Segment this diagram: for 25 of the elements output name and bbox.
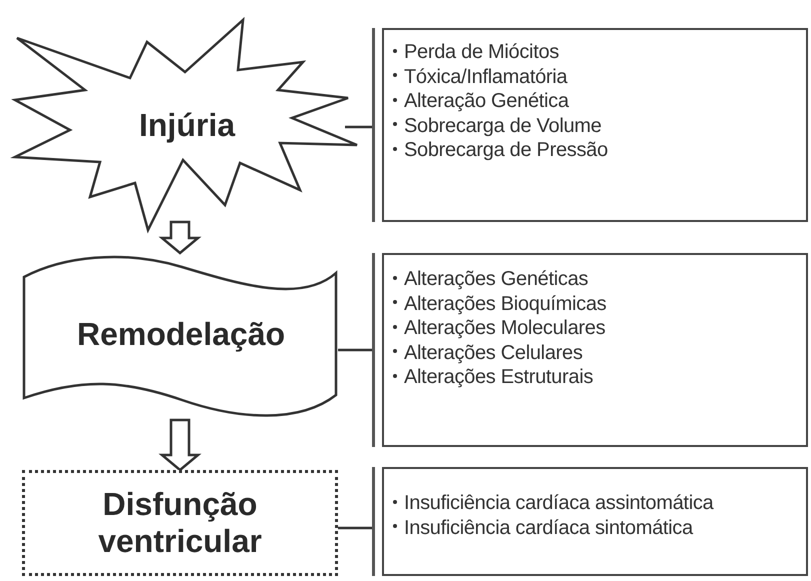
list-item: Alterações Genéticas: [404, 268, 588, 290]
list-item: Insuficiência cardíaca sintomática: [404, 516, 693, 538]
node-title: Remodelação: [76, 316, 286, 352]
list-item: Insuficiência cardíaca assintomática: [404, 492, 714, 514]
list-item: Tóxica/Inflamatória: [404, 66, 568, 88]
hollow-arrow: [158, 220, 202, 255]
connector-line: [338, 526, 372, 530]
wavy-document-shape: [22, 255, 340, 420]
hollow-arrow: [158, 418, 202, 472]
node-title: Disfunção ventricular: [97, 486, 263, 560]
list-item: Alterações Estruturais: [404, 366, 594, 388]
connector-line: [338, 348, 372, 352]
list-box: [372, 253, 808, 447]
list-item: Sobrecarga de Volume: [404, 114, 602, 136]
node-title: Injúria: [138, 106, 235, 144]
list-item: Sobrecarga de Pressão: [404, 139, 608, 161]
list-box: [372, 467, 808, 576]
list-item: Alterações Moleculares: [404, 317, 606, 339]
dotted-box: [22, 470, 338, 576]
list-item: Perda de Miócitos: [404, 41, 559, 63]
list-item: Alterações Bioquímicas: [404, 292, 606, 314]
list-box: [372, 28, 808, 222]
list-item: Alteração Genética: [404, 90, 569, 112]
connector-line: [345, 126, 372, 128]
list-item: Alterações Celulares: [404, 342, 583, 364]
